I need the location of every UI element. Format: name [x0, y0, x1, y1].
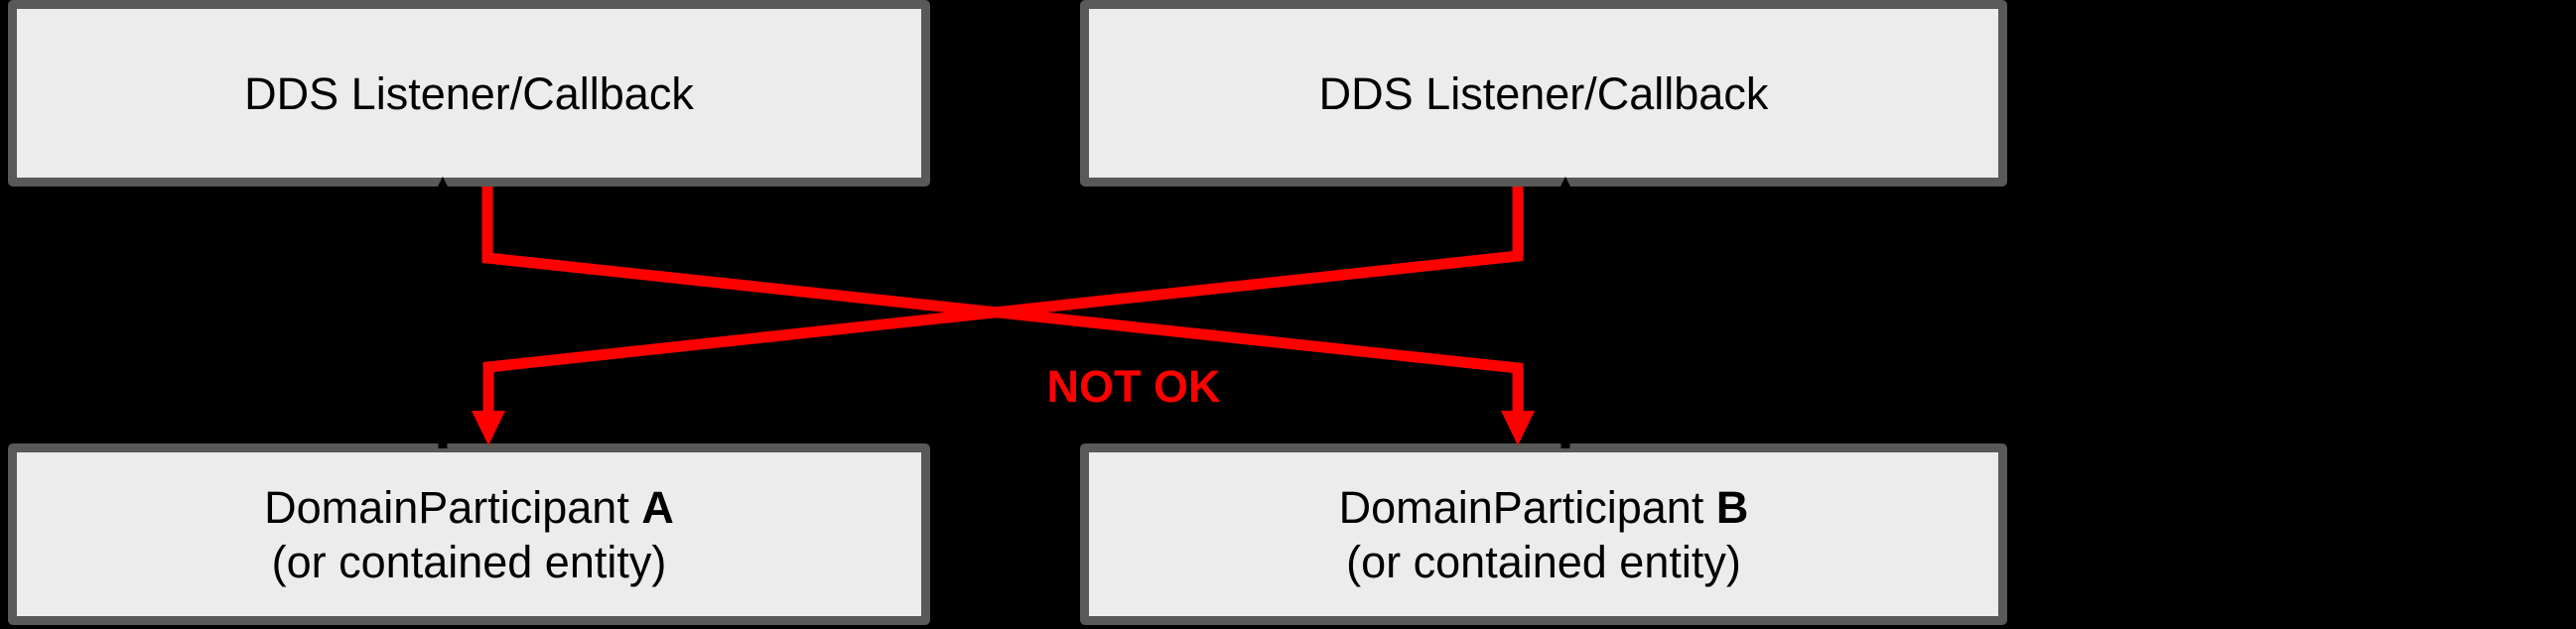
box-domain-participant-a-title: DomainParticipant A — [264, 480, 674, 535]
box-domain-participant-a-sublabel: (or contained entity) — [271, 536, 667, 587]
box-dds-listener-right-label: DDS Listener/Callback — [1318, 67, 1769, 119]
red-arrow-right-to-left — [472, 187, 1524, 445]
black-up-arrow-left — [435, 177, 451, 448]
box-domain-participant-b-sublabel: (or contained entity) — [1346, 536, 1741, 587]
box-domain-participant-b-title: DomainParticipant B — [1339, 480, 1749, 535]
box-domain-participant-b: DomainParticipant B (or contained entity… — [1080, 443, 2007, 625]
participant-a-id: A — [641, 481, 674, 533]
box-dds-listener-left-label: DDS Listener/Callback — [244, 67, 694, 119]
red-down-arrowhead-left-icon — [472, 411, 505, 445]
red-down-arrowhead-right-icon — [1501, 411, 1535, 445]
black-up-arrow-right — [1558, 177, 1573, 448]
participant-b-name: DomainParticipant — [1338, 481, 1704, 533]
participant-a-name: DomainParticipant — [264, 481, 629, 533]
box-domain-participant-a: DomainParticipant A (or contained entity… — [8, 443, 930, 625]
participant-b-id: B — [1715, 481, 1749, 533]
box-dds-listener-right: DDS Listener/Callback — [1080, 0, 2007, 187]
not-ok-label: NOT OK — [1046, 361, 1221, 412]
box-dds-listener-left: DDS Listener/Callback — [8, 0, 930, 187]
